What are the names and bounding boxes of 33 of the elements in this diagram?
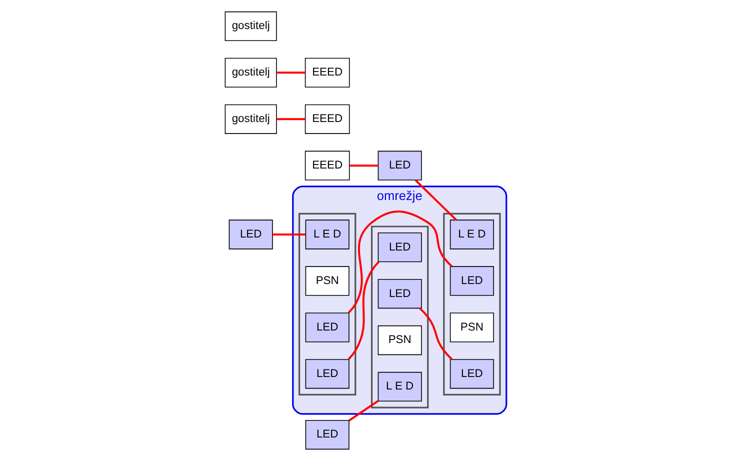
cluster <box>371 226 429 408</box>
node-box: gostitelj <box>224 104 277 134</box>
connector <box>419 308 453 360</box>
cluster <box>298 212 356 396</box>
connector <box>348 210 453 314</box>
node-box: gostitelj <box>224 11 277 42</box>
node-box: EEED <box>304 58 350 88</box>
node-box: LED <box>450 359 494 389</box>
node-box: L E D <box>450 220 494 250</box>
node-box: LED <box>228 220 273 250</box>
node-box: PSN <box>450 312 494 342</box>
node-box: LED <box>305 359 350 389</box>
connector <box>272 234 306 236</box>
connector <box>348 261 380 360</box>
node-box: LED <box>450 266 494 296</box>
node-box: L E D <box>378 372 422 402</box>
cluster <box>443 212 501 396</box>
node-box: EEED <box>304 104 350 134</box>
node-box: PSN <box>378 325 422 356</box>
node-box: LED <box>305 420 350 450</box>
connector <box>348 400 379 422</box>
node-box: LED <box>305 312 350 342</box>
node-box: LED <box>378 150 422 180</box>
node-box: L E D <box>305 220 350 250</box>
node-box: LED <box>378 232 422 262</box>
connector <box>349 164 378 167</box>
node-box: PSN <box>305 266 350 296</box>
connector <box>276 72 306 74</box>
node-box: LED <box>378 278 422 309</box>
node-box: gostitelj <box>224 58 277 88</box>
connector <box>414 180 457 221</box>
node-box: EEED <box>304 150 350 180</box>
connector <box>276 118 306 120</box>
